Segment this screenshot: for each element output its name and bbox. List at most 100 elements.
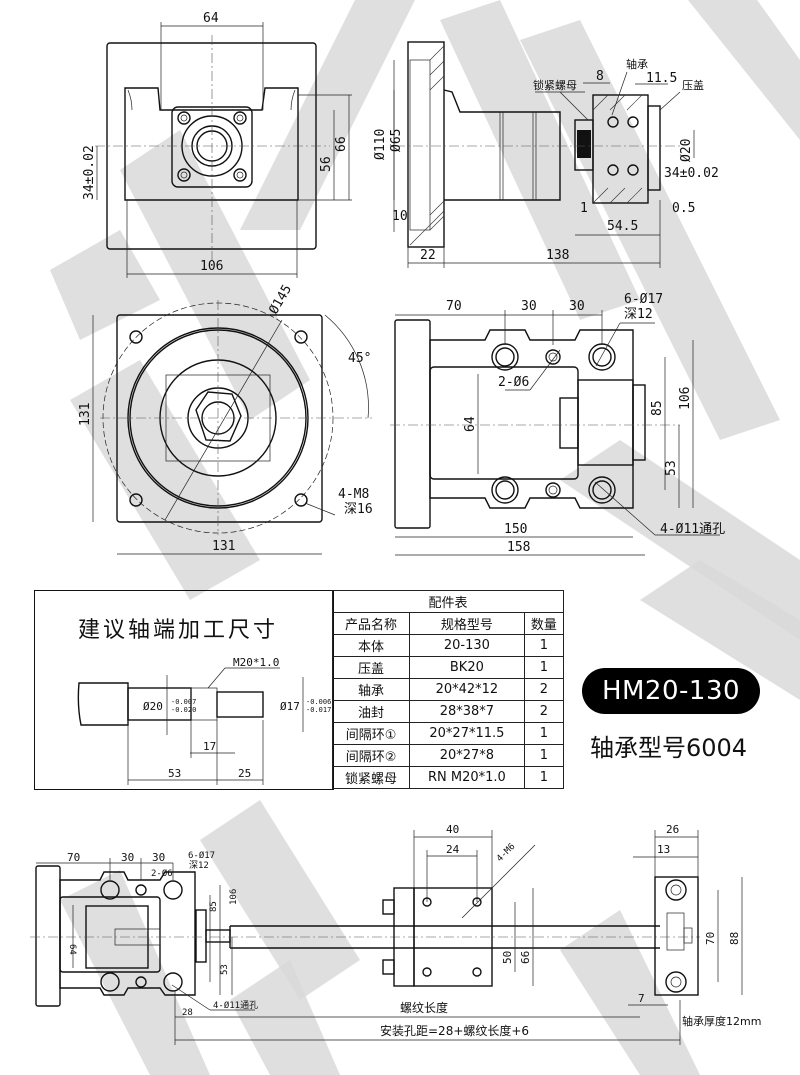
dim-45deg: 45°	[348, 351, 371, 366]
asm-label-4-m6: 4-M6	[495, 842, 517, 864]
label-4-d11: 4-Ø11通孔	[660, 522, 725, 537]
asm-dim-24: 24	[446, 843, 460, 856]
asm-mount-formula: 安装孔距=28+螺纹长度+6	[380, 1023, 529, 1038]
asm-dim-64: 64	[67, 944, 77, 955]
watermark-band	[230, 960, 340, 1075]
cell-spec: 20-130	[409, 634, 525, 657]
header-name: 产品名称	[331, 612, 411, 635]
dim-106: 106	[200, 259, 223, 274]
asm-dim-13: 13	[657, 843, 670, 856]
asm-dim-50: 50	[501, 951, 514, 964]
dim-131-h: 131	[78, 403, 93, 426]
dim-64-top: 64	[463, 416, 478, 432]
dim-d110: Ø110	[373, 129, 388, 160]
dim-8: 8	[596, 69, 604, 84]
shaft-end-sketch	[77, 667, 304, 785]
cell-spec: RN M20*1.0	[409, 766, 525, 789]
flange-view: Ø145 45° 131 131 4-M8 深16	[78, 282, 373, 555]
watermark-band	[560, 910, 700, 1075]
dim-pcd-145: Ø145	[266, 282, 295, 317]
shaft-end-title: 建议轴端加工尺寸	[78, 618, 279, 643]
cell-qty: 2	[523, 700, 565, 723]
label-cover: 压盖	[682, 78, 704, 92]
cell-name: 轴承	[331, 678, 411, 701]
cell-name: 间隔环①	[331, 722, 411, 745]
label-2-d6: 2-Ø6	[498, 375, 529, 390]
cell-qty: 1	[523, 722, 565, 745]
dim-70: 70	[446, 299, 462, 314]
shaft-dim-25: 25	[238, 767, 251, 780]
watermark-band	[50, 230, 160, 340]
model-badge: HM20-130	[582, 668, 760, 714]
shaft-thread-label: M20*1.0	[233, 656, 279, 669]
dim-34-side: 34±0.02	[664, 166, 719, 181]
shaft-d20-tol-lower: -0.020	[171, 706, 196, 714]
cell-qty: 1	[523, 766, 565, 789]
asm-label-6-d17: 6-Ø17	[188, 850, 215, 861]
asm-label-4-d11: 4-Ø11通孔	[213, 1000, 258, 1011]
header-qty: 数量	[523, 612, 565, 635]
cell-qty: 1	[523, 744, 565, 767]
dim-138: 138	[546, 248, 569, 263]
cell-name: 本体	[331, 634, 411, 657]
parts-table-caption: 配件表	[332, 590, 564, 613]
bearing-model-label: 轴承型号6004	[590, 734, 748, 762]
cell-name: 油封	[331, 700, 411, 723]
dim-64: 64	[203, 11, 219, 26]
watermark-band	[640, 560, 800, 700]
dim-150: 150	[504, 522, 527, 537]
asm-note-bearing-thickness: 轴承厚度12mm	[682, 1014, 761, 1028]
label-depth-12: 深12	[624, 307, 653, 322]
dim-22: 22	[420, 248, 436, 263]
asm-label-2-d6: 2-Ø6	[151, 868, 173, 879]
cell-spec: 28*38*7	[409, 700, 525, 723]
front-view-small: 64 106 34±0.02 56 66	[82, 11, 352, 278]
watermark-band	[200, 800, 360, 1000]
cell-spec: 20*27*8	[409, 744, 525, 767]
asm-label-depth-12: 深12	[189, 860, 209, 871]
asm-dim-53: 53	[220, 964, 230, 975]
shaft-end-labels: M20*1.0 Ø20 -0.007 -0.020 Ø17 -0.006 -0.…	[143, 656, 331, 780]
asm-thread-length: 螺纹长度	[400, 1000, 448, 1015]
cell-spec: 20*27*11.5	[409, 722, 525, 745]
assembly-view	[30, 830, 743, 1045]
cell-name: 锁紧螺母	[331, 766, 411, 789]
cell-qty: 1	[523, 634, 565, 657]
watermark-band	[688, 0, 800, 140]
watermark-band	[520, 20, 780, 440]
cell-name: 压盖	[331, 656, 411, 679]
label-6-d17: 6-Ø17	[624, 292, 663, 307]
watermark-band	[440, 0, 640, 320]
label-bearing: 轴承	[626, 57, 648, 71]
asm-dim-30-a: 30	[121, 851, 134, 864]
dim-85: 85	[650, 400, 665, 416]
label-depth-16: 深16	[344, 502, 373, 517]
asm-dim-106: 106	[229, 889, 239, 905]
dim-56: 56	[319, 156, 334, 172]
asm-dim-28: 28	[182, 1008, 193, 1018]
dim-30-b: 30	[569, 299, 585, 314]
watermark-band	[120, 130, 310, 420]
asm-dim-40: 40	[446, 823, 459, 836]
cell-name: 间隔环②	[331, 744, 411, 767]
dim-30-a: 30	[521, 299, 537, 314]
watermark-band	[240, 0, 415, 230]
cell-spec: 20*42*12	[409, 678, 525, 701]
dim-158: 158	[507, 540, 530, 555]
shaft-d20: Ø20	[143, 700, 163, 713]
cell-qty: 1	[523, 656, 565, 679]
dim-0-5: 0.5	[672, 201, 695, 216]
asm-dim-70: 70	[67, 851, 80, 864]
asm-dim-26: 26	[666, 823, 679, 836]
dim-66: 66	[334, 136, 349, 152]
asm-dim-88: 88	[728, 932, 741, 945]
asm-dim-70-end: 70	[704, 932, 717, 945]
dim-131-w: 131	[212, 539, 235, 554]
dim-1: 1	[580, 201, 588, 216]
